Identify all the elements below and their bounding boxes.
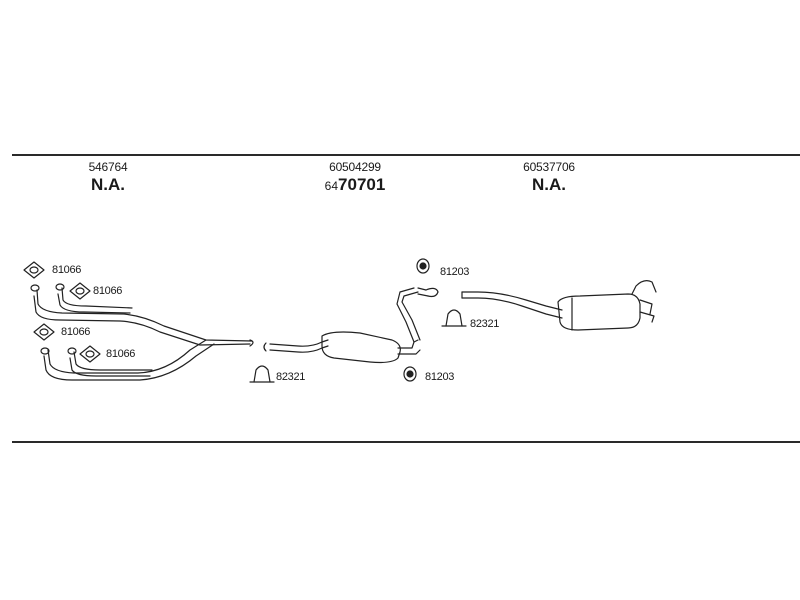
u-clamp-icon	[441, 309, 467, 327]
rear-clamp-label: 82321	[470, 318, 500, 330]
front-clamp-label: 82321	[276, 371, 306, 383]
gasket-icon	[69, 282, 91, 300]
gasket-icon	[23, 261, 45, 279]
middle-silencer-column-header: 60504299 6470701	[325, 160, 386, 196]
middle-silencer-part-number: 60504299	[329, 160, 381, 174]
gasket-label-3: 81066	[61, 326, 91, 338]
gasket-label-1: 81066	[52, 264, 82, 276]
middle-silencer-code-main: 70701	[338, 175, 386, 194]
lower-hanger-label: 81203	[425, 371, 455, 383]
u-clamp-icon	[249, 365, 275, 383]
front-pipe-code: N.A.	[91, 175, 125, 194]
front-pipe-assembly	[30, 283, 254, 381]
rear-silencer-part-number: 60537706	[523, 160, 575, 174]
gasket-label-2: 81066	[93, 285, 123, 297]
gasket-label-4: 81066	[106, 348, 136, 360]
middle-silencer-assembly	[263, 287, 439, 364]
middle-silencer-code: 6470701	[325, 175, 386, 196]
upper-hanger-label: 81203	[440, 266, 470, 278]
front-pipe-column-header: 546764 N.A.	[89, 160, 128, 195]
rear-silencer-assembly	[461, 280, 657, 331]
bottom-rule	[12, 441, 800, 443]
front-pipe-part-number: 546764	[88, 160, 128, 174]
middle-silencer-code-prefix: 64	[324, 179, 339, 193]
rear-silencer-code: N.A.	[531, 175, 566, 194]
gasket-icon	[33, 323, 55, 341]
rear-silencer-column-header: 60537706 N.A.	[523, 160, 575, 195]
top-rule	[12, 154, 800, 156]
gasket-icon	[79, 345, 101, 363]
